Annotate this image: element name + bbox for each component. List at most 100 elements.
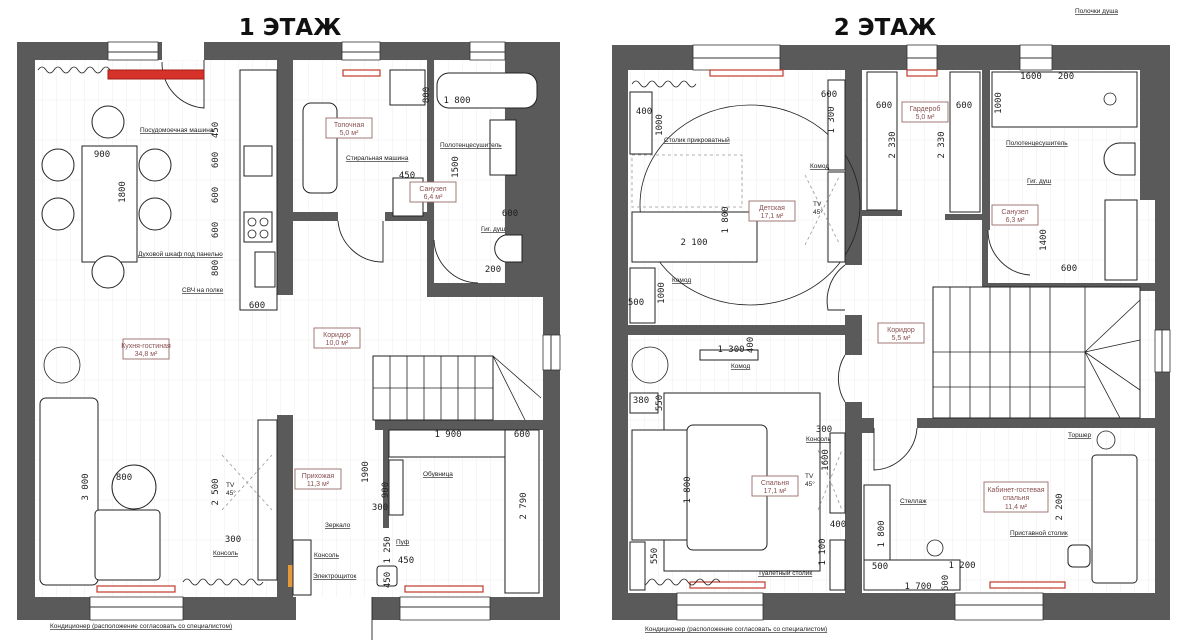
annotation: Полотенцесушитель xyxy=(440,142,502,149)
room-area: 5,0 м² xyxy=(340,130,359,137)
dimension-label: 3 000 xyxy=(81,473,91,500)
nightstand xyxy=(629,541,646,591)
annotation: Туалетный столик xyxy=(758,569,812,577)
dimension-label: 1800 xyxy=(118,181,128,203)
nursery-door[interactable] xyxy=(826,264,846,311)
annotation: Консоль xyxy=(213,550,239,557)
dimension-label: 600 xyxy=(211,222,221,238)
room-name: Коридор xyxy=(887,327,915,334)
room-label-box xyxy=(325,117,373,139)
terrace-door-opening[interactable] xyxy=(162,42,204,60)
staircase[interactable] xyxy=(372,355,542,421)
wardrobe-side xyxy=(504,429,540,594)
room-area: 10,0 м² xyxy=(326,340,349,347)
dimension-label: 400 xyxy=(636,107,652,117)
wardrobe-rack xyxy=(866,71,898,211)
annotation: Полотенцесушитель xyxy=(1006,140,1068,147)
dimension-label: 1 300 xyxy=(717,345,744,355)
annotation: Консоль xyxy=(314,552,340,559)
staircase[interactable] xyxy=(932,286,1141,419)
annotation: 45° xyxy=(226,489,236,497)
room-area: 6,3 м² xyxy=(1006,217,1025,224)
boiler-unit xyxy=(302,102,338,194)
kitchen-counter xyxy=(239,69,278,311)
dimension-label: 1900 xyxy=(361,461,371,483)
annotation: Зеркало xyxy=(325,522,351,529)
room-label-box xyxy=(294,468,342,490)
pouf xyxy=(376,565,398,587)
radiator xyxy=(96,585,176,593)
dimension-label: 900 xyxy=(94,150,110,160)
room-label-box xyxy=(748,200,796,222)
radiator xyxy=(404,585,484,593)
bedroom-door[interactable] xyxy=(838,354,846,403)
pullout-bed xyxy=(631,154,743,208)
dimension-label: 450 xyxy=(398,556,414,566)
room-area: 17,1 м² xyxy=(761,213,784,220)
annotation: Комод xyxy=(731,363,750,370)
annotation: Кондиционер (расположение согласовать со… xyxy=(50,623,232,630)
study-door[interactable] xyxy=(873,427,918,471)
dimension-label: 300 xyxy=(225,535,241,545)
room-area: 34,8 м² xyxy=(135,351,158,358)
bathroom-door[interactable] xyxy=(433,239,479,284)
room-label-box xyxy=(983,481,1049,513)
dimension-label: 600 xyxy=(211,187,221,203)
toilet xyxy=(1103,142,1136,176)
curtain xyxy=(631,578,721,586)
floor-1: 1 ЭТАЖ xyxy=(17,15,561,640)
bedside-table xyxy=(629,91,653,155)
dimension-label: 1 250 xyxy=(383,536,393,563)
annotation: TV xyxy=(226,482,235,489)
dimension-label: 1600 xyxy=(821,449,831,471)
dimension-label: 800 xyxy=(211,260,221,276)
vanity-table xyxy=(829,539,846,591)
annotation: 45° xyxy=(813,208,823,216)
dimension-label: 1 800 xyxy=(721,206,731,233)
annotation: Приставной столик xyxy=(1010,529,1068,537)
annotation: Консоль xyxy=(806,436,832,443)
dimension-label: 1 700 xyxy=(904,582,931,592)
annotation: Духовой шкаф под панелью xyxy=(138,250,223,258)
dimension-label: 900 xyxy=(381,482,391,498)
bathroom-door[interactable] xyxy=(987,229,1031,276)
dimension-label: 500 xyxy=(628,298,644,308)
room-label-box xyxy=(877,322,925,344)
room-area: 5,5 м² xyxy=(892,335,911,342)
hall-console xyxy=(292,539,312,596)
floor-2-title: 2 ЭТАЖ xyxy=(834,15,937,41)
dimension-label: 2 330 xyxy=(937,131,947,158)
annotation: TV xyxy=(813,201,822,208)
dimension-label: 600 xyxy=(1061,264,1077,274)
annotation: Электрощиток xyxy=(313,573,356,580)
dimension-label: 400 xyxy=(746,337,756,353)
sink-cabinet xyxy=(1104,199,1138,281)
dimension-label: 1 200 xyxy=(948,561,975,571)
dimension-label: 400 xyxy=(830,520,846,530)
curtain xyxy=(37,66,111,74)
annotation: TV xyxy=(805,473,814,480)
annotation: Торшер xyxy=(1068,432,1092,439)
room-name: Коридор xyxy=(323,332,351,339)
sofa xyxy=(39,346,161,586)
room-area: 11,4 м² xyxy=(1005,504,1028,511)
dimension-label: 200 xyxy=(485,265,501,275)
dimension-label: 600 xyxy=(502,209,518,219)
radiator xyxy=(709,69,784,77)
room-area: 6,4 м² xyxy=(424,194,443,201)
room-name: Санузел xyxy=(1001,209,1028,216)
dimension-label: 2 500 xyxy=(211,478,221,505)
boiler-room-door[interactable] xyxy=(337,220,384,263)
room-name: Санузел xyxy=(419,186,446,193)
dimension-label: 1 300 xyxy=(827,106,837,133)
dimension-label: 2 100 xyxy=(680,238,707,248)
